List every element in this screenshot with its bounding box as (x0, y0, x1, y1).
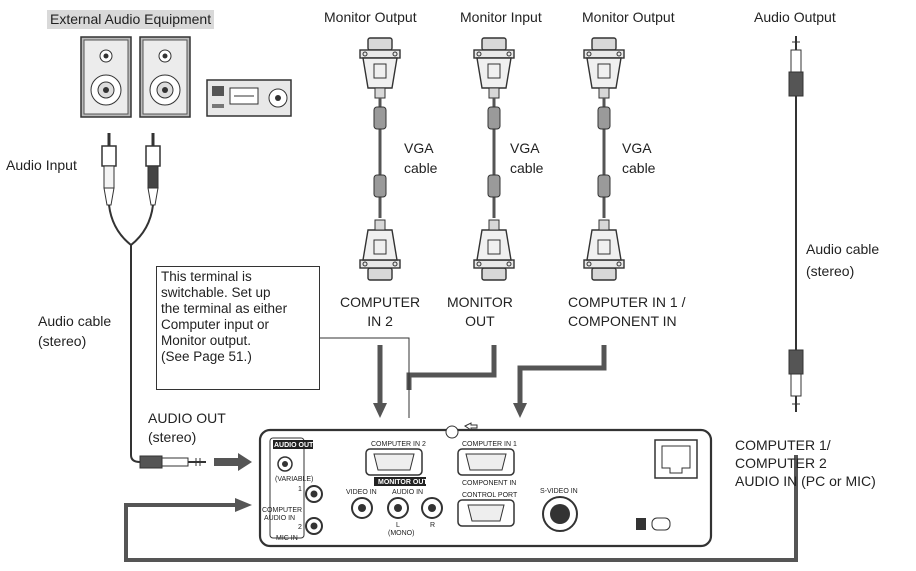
monitor-input-label: Monitor Input (460, 9, 542, 25)
panel-control-port-label: CONTROL PORT (462, 492, 518, 499)
panel-port-2-label: 2 (298, 524, 302, 531)
vga-cable-1-label: VGA cable (404, 140, 438, 176)
switchable-terminal-note: This terminal is switchable. Set up the … (156, 266, 320, 390)
computer-in-1-label: COMPUTER IN 1 / COMPONENT IN (568, 294, 686, 329)
panel-mic-in-label: MIC IN (276, 535, 298, 542)
arrow-monitor-out (406, 345, 497, 390)
panel-r-label: R (430, 522, 435, 529)
computer-audio-in-label: COMPUTER 1/ COMPUTER 2 AUDIO IN (PC or M… (735, 437, 876, 489)
panel-mono-label: (MONO) (388, 530, 414, 537)
panel-computer-audio-label: COMPUTER (262, 507, 302, 514)
rca-plug-white-icon (101, 133, 117, 206)
audio-cable-right-label: Audio cable (stereo) (806, 241, 880, 279)
panel-monitor-out-label: MONITOR OUT (378, 479, 428, 486)
panel-audio-out-label: AUDIO OUT (274, 442, 314, 449)
audio-cable-right (788, 36, 804, 412)
stereo-mini-plug-icon (139, 455, 206, 469)
arrow-audio-in (124, 455, 798, 562)
monitor-output-1-label: Monitor Output (324, 9, 417, 25)
panel-computer-in-2-label: COMPUTER IN 2 (371, 441, 426, 448)
vga-cable-2-label: VGA cable (510, 140, 544, 176)
panel-audio-in-label: AUDIO IN (392, 489, 423, 496)
rca-plug-red-icon (145, 133, 161, 206)
panel-component-in-label: COMPONENT IN (462, 480, 516, 487)
vga-cable-1 (359, 37, 401, 281)
audio-output-label: Audio Output (754, 9, 836, 25)
computer-in-2-label: COMPUTER IN 2 (340, 294, 421, 329)
amplifier-icon (206, 79, 292, 117)
audio-input-label: Audio Input (6, 157, 77, 173)
panel-variable-label: (VARIABLE) (275, 476, 313, 483)
panel-port-1-label: 1 (298, 486, 302, 493)
projector-panel: AUDIO OUT (VARIABLE) COMPUTER IN 2 MONIT… (258, 422, 713, 548)
arrow-computer-in-1 (517, 345, 607, 403)
panel-computer-in-1-label: COMPUTER IN 1 (462, 441, 517, 448)
vga-cable-2 (473, 37, 515, 281)
vga-cable-3 (583, 37, 625, 281)
panel-s-video-label: S-VIDEO IN (540, 488, 578, 495)
panel-l-label: L (396, 522, 400, 529)
speaker-left-icon (80, 36, 132, 118)
panel-computer-audio-label-2: AUDIO IN (264, 515, 295, 522)
speaker-right-icon (139, 36, 191, 118)
vga-cable-3-label: VGA cable (622, 140, 656, 176)
panel-video-in-label: VIDEO IN (346, 489, 377, 496)
audio-out-label: AUDIO OUT (stereo) (148, 410, 226, 445)
external-equipment-label: External Audio Equipment (47, 10, 215, 29)
audio-cable-left-label: Audio cable (stereo) (38, 313, 112, 349)
monitor-output-2-label: Monitor Output (582, 9, 675, 25)
monitor-out-label: MONITOR OUT (447, 294, 513, 329)
